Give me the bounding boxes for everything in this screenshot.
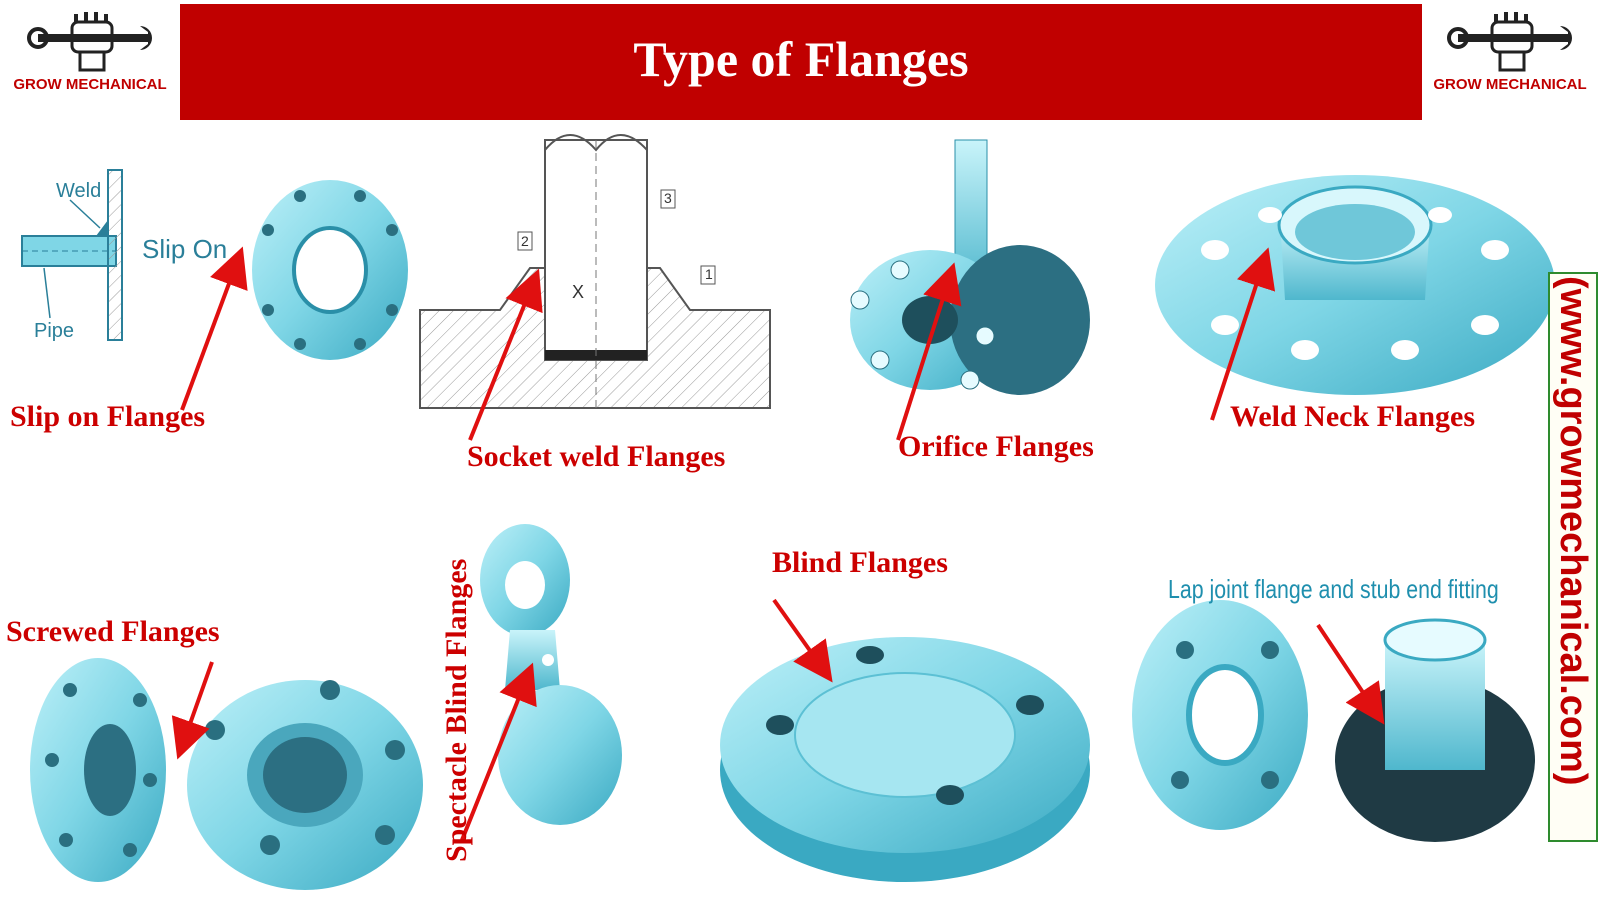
title-banner xyxy=(180,4,1422,120)
spectacle-blind-image xyxy=(480,524,622,825)
label-weld-neck: Weld Neck Flanges xyxy=(1230,400,1475,433)
website-box xyxy=(1548,272,1598,842)
brand-logo-left: GROW MECHANICAL xyxy=(0,6,180,116)
logo-text: GROW MECHANICAL xyxy=(1433,76,1587,93)
label-spectacle-blind: Spectacle Blind Flanges xyxy=(440,558,473,862)
brand-logo-right: GROW MECHANICAL xyxy=(1420,6,1600,116)
label-blind: Blind Flanges xyxy=(772,546,948,579)
orifice-flange-image xyxy=(850,139,1090,395)
page-title: Type of Flanges xyxy=(633,31,969,87)
label-lap-joint: Lap joint flange and stub end fitting xyxy=(1168,574,1499,604)
pointer-arrows xyxy=(171,246,1385,841)
socket-callout-3: 3 xyxy=(664,190,672,206)
logo-text: GROW MECHANICAL xyxy=(13,76,167,93)
wrench-in-fist-icon xyxy=(27,12,152,72)
label-screwed: Screwed Flanges xyxy=(6,615,220,648)
socket-weld-section xyxy=(419,134,771,409)
label-slip-on: Slip on Flanges xyxy=(10,400,206,433)
slip-on-weld-callout: Weld xyxy=(56,180,102,202)
lap-joint-image xyxy=(1132,600,1535,842)
label-socket-weld: Socket weld Flanges xyxy=(467,440,726,473)
slip-on-flange-image xyxy=(252,180,408,360)
screwed-flange-image xyxy=(30,658,423,890)
socket-callout-2: 2 xyxy=(521,233,529,249)
weld-neck-flange-image xyxy=(1155,175,1555,395)
slip-on-pipe-callout: Pipe xyxy=(34,320,75,342)
socket-x-dimension: X xyxy=(572,282,585,302)
blind-flange-image xyxy=(720,637,1090,882)
socket-callout-1: 1 xyxy=(705,266,713,282)
website-url: (www.growmechanical.com) xyxy=(1552,276,1594,786)
wrench-in-fist-icon xyxy=(1447,12,1572,72)
label-orifice: Orifice Flanges xyxy=(898,430,1094,463)
slip-on-schematic xyxy=(21,169,123,341)
slip-on-caption: Slip On xyxy=(142,234,228,264)
